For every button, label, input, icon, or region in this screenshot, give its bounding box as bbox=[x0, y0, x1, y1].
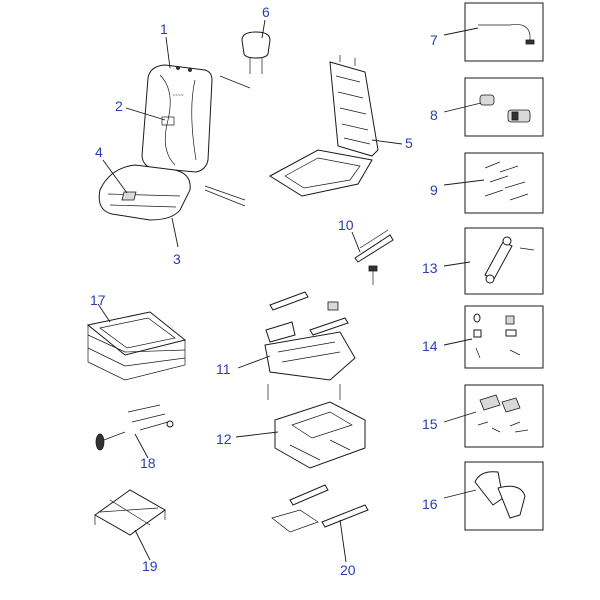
callout-13: 13 bbox=[422, 260, 438, 276]
callout-19: 19 bbox=[142, 558, 158, 574]
callout-7: 7 bbox=[430, 32, 438, 48]
slide-tracks bbox=[271, 484, 369, 533]
box-strap bbox=[464, 461, 544, 531]
callout-8: 8 bbox=[430, 107, 438, 123]
callout-16: 16 bbox=[422, 496, 438, 512]
callout-9: 9 bbox=[430, 182, 438, 198]
callout-5: 5 bbox=[405, 135, 413, 151]
callout-6: 6 bbox=[262, 4, 270, 20]
seat-frame bbox=[269, 55, 379, 197]
callout-12: 12 bbox=[216, 431, 232, 447]
foam-layers bbox=[86, 311, 187, 381]
leader-lines bbox=[97, 19, 485, 563]
callout-1: 1 bbox=[160, 21, 168, 37]
suspension-base bbox=[273, 401, 367, 469]
callout-14: 14 bbox=[422, 338, 438, 354]
backrest-cushion: ~~~~ bbox=[141, 64, 213, 173]
callout-18: 18 bbox=[140, 455, 156, 471]
box-clips bbox=[464, 77, 544, 137]
scissor-frame bbox=[94, 489, 166, 536]
latch-assembly bbox=[354, 229, 394, 285]
slide-rails bbox=[264, 291, 356, 400]
callout-17: 17 bbox=[90, 292, 106, 308]
box-springs bbox=[464, 152, 544, 214]
seat-label-patch bbox=[121, 191, 137, 201]
box-hardware bbox=[464, 305, 544, 369]
callout-4: 4 bbox=[95, 144, 103, 160]
headrest bbox=[219, 31, 271, 89]
callout-11: 11 bbox=[216, 361, 231, 377]
box-brackets bbox=[464, 384, 544, 448]
callout-10: 10 bbox=[338, 217, 354, 233]
callout-2: 2 bbox=[115, 98, 123, 114]
callout-20: 20 bbox=[340, 562, 356, 578]
box-shock-absorber bbox=[464, 227, 544, 295]
adjuster-knob bbox=[95, 404, 174, 451]
callout-labels: 1 2 3 4 5 6 7 8 9 10 11 12 13 14 15 16 1… bbox=[90, 4, 438, 578]
box-cable bbox=[464, 2, 544, 62]
backrest-label-patch bbox=[161, 116, 175, 126]
seat-cushion bbox=[98, 164, 246, 221]
callout-15: 15 bbox=[422, 416, 438, 432]
backrest-logo: ~~~~ bbox=[172, 93, 184, 99]
callout-3: 3 bbox=[173, 251, 181, 267]
